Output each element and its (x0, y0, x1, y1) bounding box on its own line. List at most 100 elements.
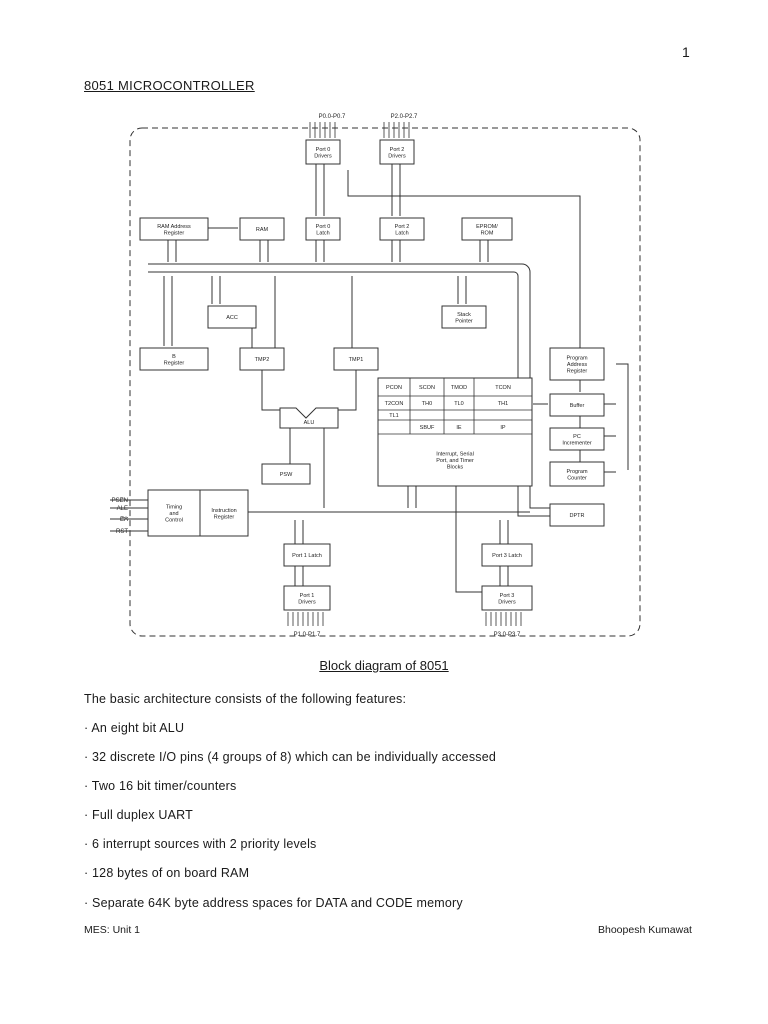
psw-box (261, 463, 311, 485)
sfr-block-label: Interrupt, Serial (436, 452, 474, 458)
port0-latch-box (305, 217, 341, 241)
stack-pointer-box (441, 305, 487, 329)
port2-latch-box (379, 217, 425, 241)
stack-pointer-label: Pointer (455, 318, 473, 324)
instruction-register-label: Instruction (211, 508, 236, 514)
sfr-cell-ie: IE (456, 425, 462, 431)
feature-item: · Two 16 bit timer/counters (84, 779, 237, 793)
stack-pointer-label: Stack (457, 312, 471, 318)
sfr-cell-tl1: TL1 (389, 413, 398, 419)
eprom-label: ROM (481, 230, 494, 236)
port0-drivers-label: Port 0 (316, 147, 331, 153)
intro-text: The basic architecture consists of the f… (84, 692, 407, 706)
b-register-label: B (172, 354, 176, 360)
tmp2-box (239, 347, 285, 371)
sfr-cell-sbuf: SBUF (420, 425, 435, 431)
pc-incrementer-label: Incrementer (562, 440, 592, 446)
timing-control-box (147, 489, 201, 537)
timing-control-label: Control (165, 518, 183, 524)
diagram-caption: Block diagram of 8051 (0, 658, 768, 673)
prog-addr-reg-label: Register (567, 369, 588, 375)
psw-label: PSW (280, 472, 293, 478)
page-number: 1 (682, 44, 690, 60)
footer-right: Bhoopesh Kumawat (598, 924, 692, 936)
port0-latch-label: Latch (316, 230, 329, 236)
buffer-box (549, 393, 605, 417)
port0-latch-label: Port 0 (316, 224, 331, 230)
ale-label: ALE (117, 506, 128, 512)
p3-pin-label: P3.0-P3.7 (494, 632, 521, 638)
sfr-block-label: Blocks (447, 465, 463, 471)
dptr-label: DPTR (570, 513, 585, 519)
ram-addr-reg-label: Register (164, 230, 185, 236)
port2-latch-label: Port 2 (395, 224, 410, 230)
sfr-cell-t2con: T2CON (385, 401, 404, 407)
feature-item: · Separate 64K byte address spaces for D… (84, 896, 463, 910)
ram-address-register-box (139, 217, 209, 241)
instruction-register-label: Register (214, 514, 235, 520)
p1-pin-label: P1.0-P1.7 (294, 632, 321, 638)
sfr-cell-pcon: PCON (386, 385, 402, 391)
chip-boundary (129, 127, 641, 637)
buffer-label: Buffer (570, 403, 585, 409)
program-counter-label: Program (566, 469, 588, 475)
tmp1-box (333, 347, 379, 371)
p2-pin-label: P2.0-P2.7 (391, 114, 418, 120)
sfr-cell-scon: SCON (419, 385, 435, 391)
program-counter-label: Counter (567, 475, 587, 481)
sfr-cell-ip: IP (500, 425, 506, 431)
program-address-register-box (549, 347, 605, 381)
port3-drivers-box (481, 585, 533, 611)
sfr-cell-th1: TH1 (498, 401, 508, 407)
pc-incrementer-label: PC (573, 434, 581, 440)
instruction-register-box (199, 489, 249, 537)
port3-drivers-label: Drivers (498, 599, 516, 605)
feature-item: · An eight bit ALU (84, 721, 185, 735)
ram-label: RAM (256, 227, 269, 233)
prog-addr-reg-label: Address (567, 362, 587, 368)
port1-drivers-label: Port 1 (300, 593, 315, 599)
port0-drivers-label: Drivers (314, 153, 332, 159)
port1-latch-box (283, 543, 331, 567)
program-counter-box (549, 461, 605, 487)
eprom-label: EPROM/ (476, 224, 498, 230)
sfr-block-label: Port, and Timer (436, 458, 474, 464)
prog-addr-reg-label: Program (566, 356, 588, 362)
alu-box (279, 407, 339, 429)
sfr-cell-tl0: TL0 (454, 401, 463, 407)
port0-drivers-box (305, 139, 341, 165)
sfr-cell-tcon: TCON (495, 385, 511, 391)
port1-latch-label: Port 1 Latch (292, 553, 322, 559)
eprom-box (461, 217, 513, 241)
b-register-box (139, 347, 209, 371)
acc-box (207, 305, 257, 329)
acc-label: ACC (226, 315, 238, 321)
pc-incrementer-box (549, 427, 605, 451)
port1-drivers-box (283, 585, 331, 611)
port2-drivers-box (379, 139, 415, 165)
footer-left: MES: Unit 1 (84, 924, 141, 936)
port2-drivers-label: Port 2 (390, 147, 405, 153)
port3-latch-label: Port 3 Latch (492, 553, 522, 559)
feature-item: · Full duplex UART (84, 808, 193, 822)
port3-drivers-label: Port 3 (500, 593, 515, 599)
b-register-label: Register (164, 360, 185, 366)
tmp2-label: TMP2 (255, 357, 270, 363)
tmp1-label: TMP1 (349, 357, 364, 363)
port2-drivers-label: Drivers (388, 153, 406, 159)
timing-control-label: and (169, 511, 178, 517)
port1-drivers-label: Drivers (298, 599, 316, 605)
sfr-cell-th0: TH0 (422, 401, 432, 407)
alu-label: ALU (304, 420, 315, 426)
psen-label: PSEN (112, 498, 128, 504)
feature-item: · 128 bytes of on board RAM (84, 866, 250, 880)
dptr-box (549, 503, 605, 527)
page-title: 8051 MICROCONTROLLER (84, 78, 255, 93)
p0-pin-label: P0.0-P0.7 (319, 114, 346, 120)
sfr-cell-tmod: TMOD (451, 385, 467, 391)
rst-label: RST (116, 529, 128, 535)
feature-item: · 6 interrupt sources with 2 priority le… (84, 837, 317, 851)
port2-latch-label: Latch (395, 230, 408, 236)
caption-text: Block diagram of 8051 (319, 658, 449, 673)
port3-latch-box (481, 543, 533, 567)
